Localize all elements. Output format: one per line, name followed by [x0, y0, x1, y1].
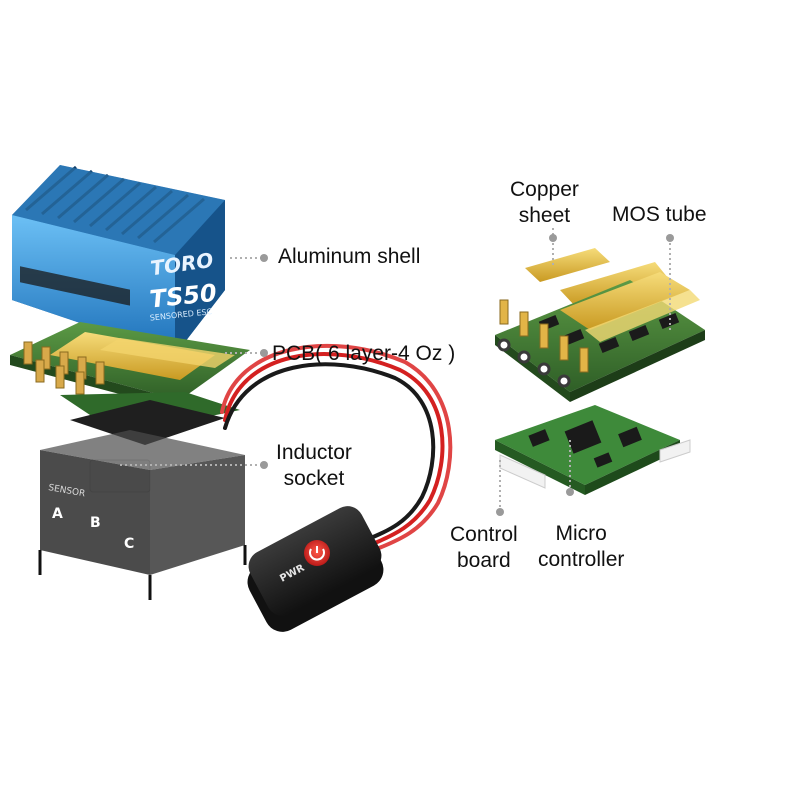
mos-pads [497, 338, 571, 388]
callout-aluminum-shell: Aluminum shell [278, 244, 420, 270]
callout-control-board: Control board [450, 522, 518, 574]
phase-a-label: A [52, 506, 63, 522]
copper-sheets-part [525, 248, 668, 306]
control-board-part [495, 405, 691, 495]
callout-control-board-line2: board [456, 549, 511, 572]
mos-board-part [495, 272, 705, 402]
callout-inductor-socket-line1: Inductor [276, 441, 352, 464]
callout-mos-tube: MOS tube [612, 202, 707, 228]
phase-c-label: C [124, 536, 134, 552]
callout-micro-controller-line1: Micro [555, 522, 607, 545]
mos-terminals [499, 299, 589, 373]
callout-copper-sheet: Copper sheet [510, 177, 579, 229]
aluminum-shell-part: TORO TS50 SENSORED ESC [12, 165, 225, 355]
callout-inductor-socket-line2: socket [283, 467, 345, 490]
callout-pcb-line: PCB( 6 layer-4 Oz ) [272, 342, 456, 365]
callout-copper-sheet-line2: sheet [518, 204, 571, 227]
callout-aluminum-shell-line: Aluminum shell [278, 245, 421, 268]
housing-legs [38, 545, 247, 600]
leader-dots [260, 234, 674, 516]
callout-inductor-socket: Inductor socket [276, 440, 352, 492]
power-switch: PWR [247, 506, 384, 632]
pcb-capacitors [23, 341, 105, 395]
callout-mos-tube-line: MOS tube [612, 203, 707, 226]
callout-copper-sheet-line1: Copper [510, 178, 579, 201]
microcontroller-chip [564, 420, 602, 454]
callout-control-board-line1: Control [450, 523, 518, 546]
callout-micro-controller: Micro controller [538, 521, 624, 573]
shell-model: TS50 [148, 279, 218, 314]
phase-b-label: B [90, 515, 101, 531]
switch-wires [220, 343, 453, 552]
control-housing-part: SENSOR A B C [38, 392, 247, 600]
callout-pcb: PCB( 6 layer-4 Oz ) [272, 341, 455, 367]
heatsink-fins [25, 165, 205, 244]
callout-micro-controller-line2: controller [538, 548, 625, 571]
